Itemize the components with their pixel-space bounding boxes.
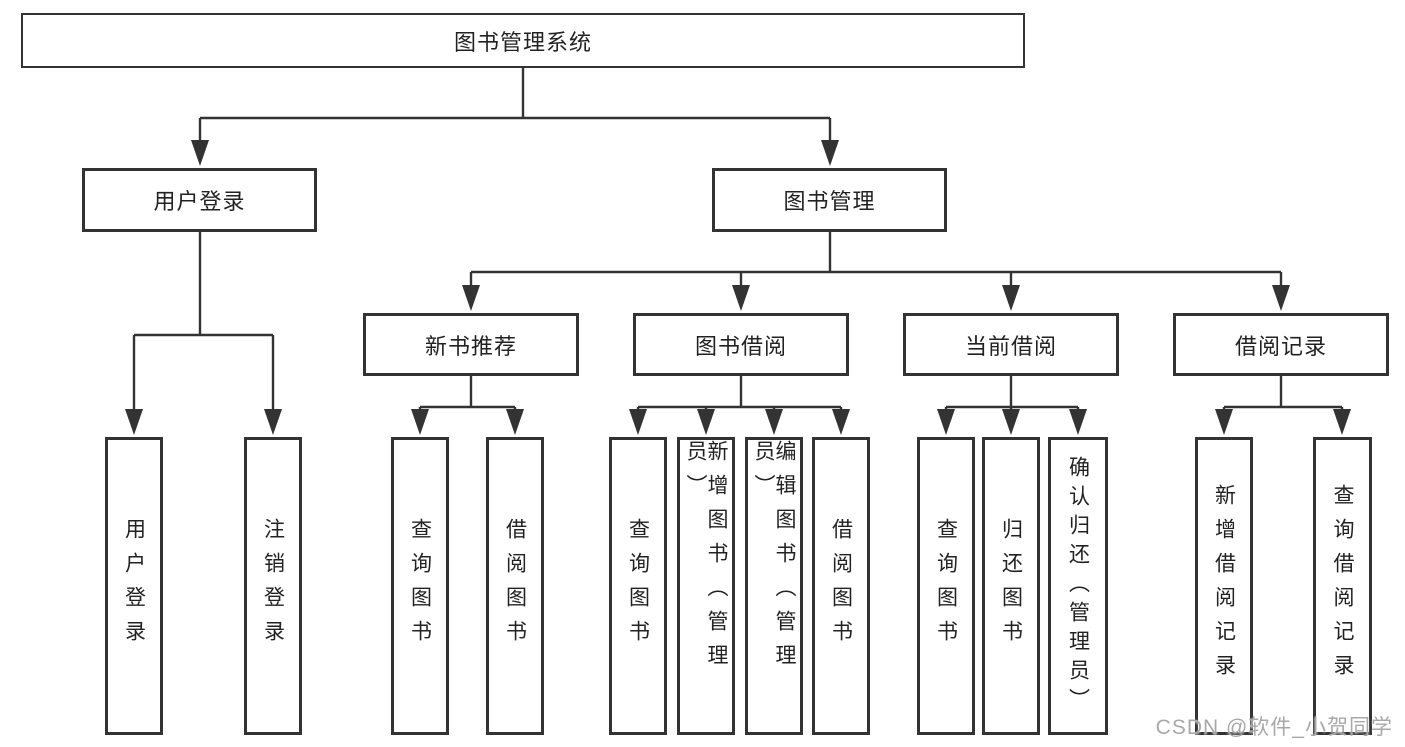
node-user-login: 用户登录 bbox=[82, 168, 317, 232]
node-label: 编辑图书（管理员） bbox=[752, 440, 796, 678]
arrow-down-icon bbox=[125, 409, 143, 435]
leaf-query-books-borrow: 查询图书 bbox=[609, 437, 667, 735]
node-current-borrowing: 当前借阅 bbox=[903, 313, 1119, 376]
node-label: 新增图书（管理员） bbox=[684, 440, 728, 678]
node-label: 借阅图书 bbox=[829, 518, 853, 654]
arrow-down-icon bbox=[506, 409, 524, 435]
arrow-down-icon bbox=[629, 409, 647, 435]
node-new-book-recommendation: 新书推荐 bbox=[363, 313, 579, 376]
node-book-management: 图书管理 bbox=[712, 168, 947, 232]
arrow-down-icon bbox=[937, 409, 955, 435]
leaf-add-borrow-record: 新增借阅记录 bbox=[1195, 437, 1253, 735]
arrow-down-icon bbox=[1069, 409, 1087, 435]
arrow-down-icon bbox=[1002, 285, 1020, 311]
node-borrowing-records: 借阅记录 bbox=[1173, 313, 1389, 376]
leaf-borrow-books-recommend: 借阅图书 bbox=[486, 437, 544, 735]
leaf-borrow-books: 借阅图书 bbox=[812, 437, 870, 735]
leaf-logout: 注销登录 bbox=[244, 437, 302, 735]
node-label: 借阅记录 bbox=[1234, 333, 1327, 359]
csdn-watermark: CSDN @软件_小贺同学 bbox=[1155, 716, 1393, 739]
arrow-down-icon bbox=[732, 285, 750, 311]
leaf-query-books-current: 查询图书 bbox=[917, 437, 975, 735]
node-book-borrowing: 图书借阅 bbox=[633, 313, 849, 376]
node-label: 当前借阅 bbox=[964, 333, 1057, 359]
node-label: 用户登录 bbox=[122, 518, 146, 654]
leaf-edit-books-admin: 编辑图书（管理员） bbox=[745, 437, 803, 735]
leaf-query-books-recommend: 查询图书 bbox=[391, 437, 449, 735]
arrow-down-icon bbox=[1333, 409, 1351, 435]
leaf-query-borrow-record: 查询借阅记录 bbox=[1313, 437, 1372, 735]
node-label: 新增借阅记录 bbox=[1212, 484, 1236, 688]
node-label: 查询图书 bbox=[626, 518, 650, 654]
arrow-down-icon bbox=[1002, 409, 1020, 435]
connector-line bbox=[198, 68, 832, 146]
node-label: 注销登录 bbox=[261, 518, 285, 654]
node-label: 查询图书 bbox=[408, 518, 432, 654]
connector-line bbox=[418, 376, 517, 415]
leaf-user-login: 用户登录 bbox=[105, 437, 163, 735]
connector-line bbox=[132, 232, 275, 415]
node-label: 图书借阅 bbox=[694, 333, 787, 359]
arrow-down-icon bbox=[411, 409, 429, 435]
arrowheads bbox=[125, 140, 1351, 435]
connector-line bbox=[1222, 376, 1344, 415]
node-label: 查询图书 bbox=[934, 518, 958, 654]
node-label: 图书管理 bbox=[783, 189, 876, 214]
arrow-down-icon bbox=[191, 140, 209, 166]
node-label: 借阅图书 bbox=[503, 518, 527, 654]
arrow-down-icon bbox=[832, 409, 850, 435]
arrow-down-icon bbox=[462, 285, 480, 311]
node-label: 新书推荐 bbox=[424, 333, 517, 359]
leaf-return-books: 归还图书 bbox=[982, 437, 1040, 735]
arrow-down-icon bbox=[1272, 285, 1290, 311]
connector-line bbox=[469, 232, 1283, 291]
arrow-down-icon bbox=[821, 140, 839, 166]
node-label: 归还图书 bbox=[999, 518, 1023, 654]
node-label: 用户登录 bbox=[153, 189, 246, 214]
arrow-down-icon bbox=[264, 409, 282, 435]
leaf-add-books-admin: 新增图书（管理员） bbox=[677, 437, 735, 735]
node-label: 图书管理系统 bbox=[453, 29, 592, 55]
arrow-down-icon bbox=[765, 409, 783, 435]
arrow-down-icon bbox=[697, 409, 715, 435]
node-label: 查询借阅记录 bbox=[1331, 484, 1354, 688]
arrow-down-icon bbox=[1215, 409, 1233, 435]
node-library-management-system: 图书管理系统 bbox=[21, 13, 1025, 68]
node-label: 确认归还（管理员） bbox=[1066, 455, 1090, 717]
connector-line bbox=[636, 376, 843, 415]
leaf-confirm-return-admin: 确认归还（管理员） bbox=[1048, 437, 1108, 735]
